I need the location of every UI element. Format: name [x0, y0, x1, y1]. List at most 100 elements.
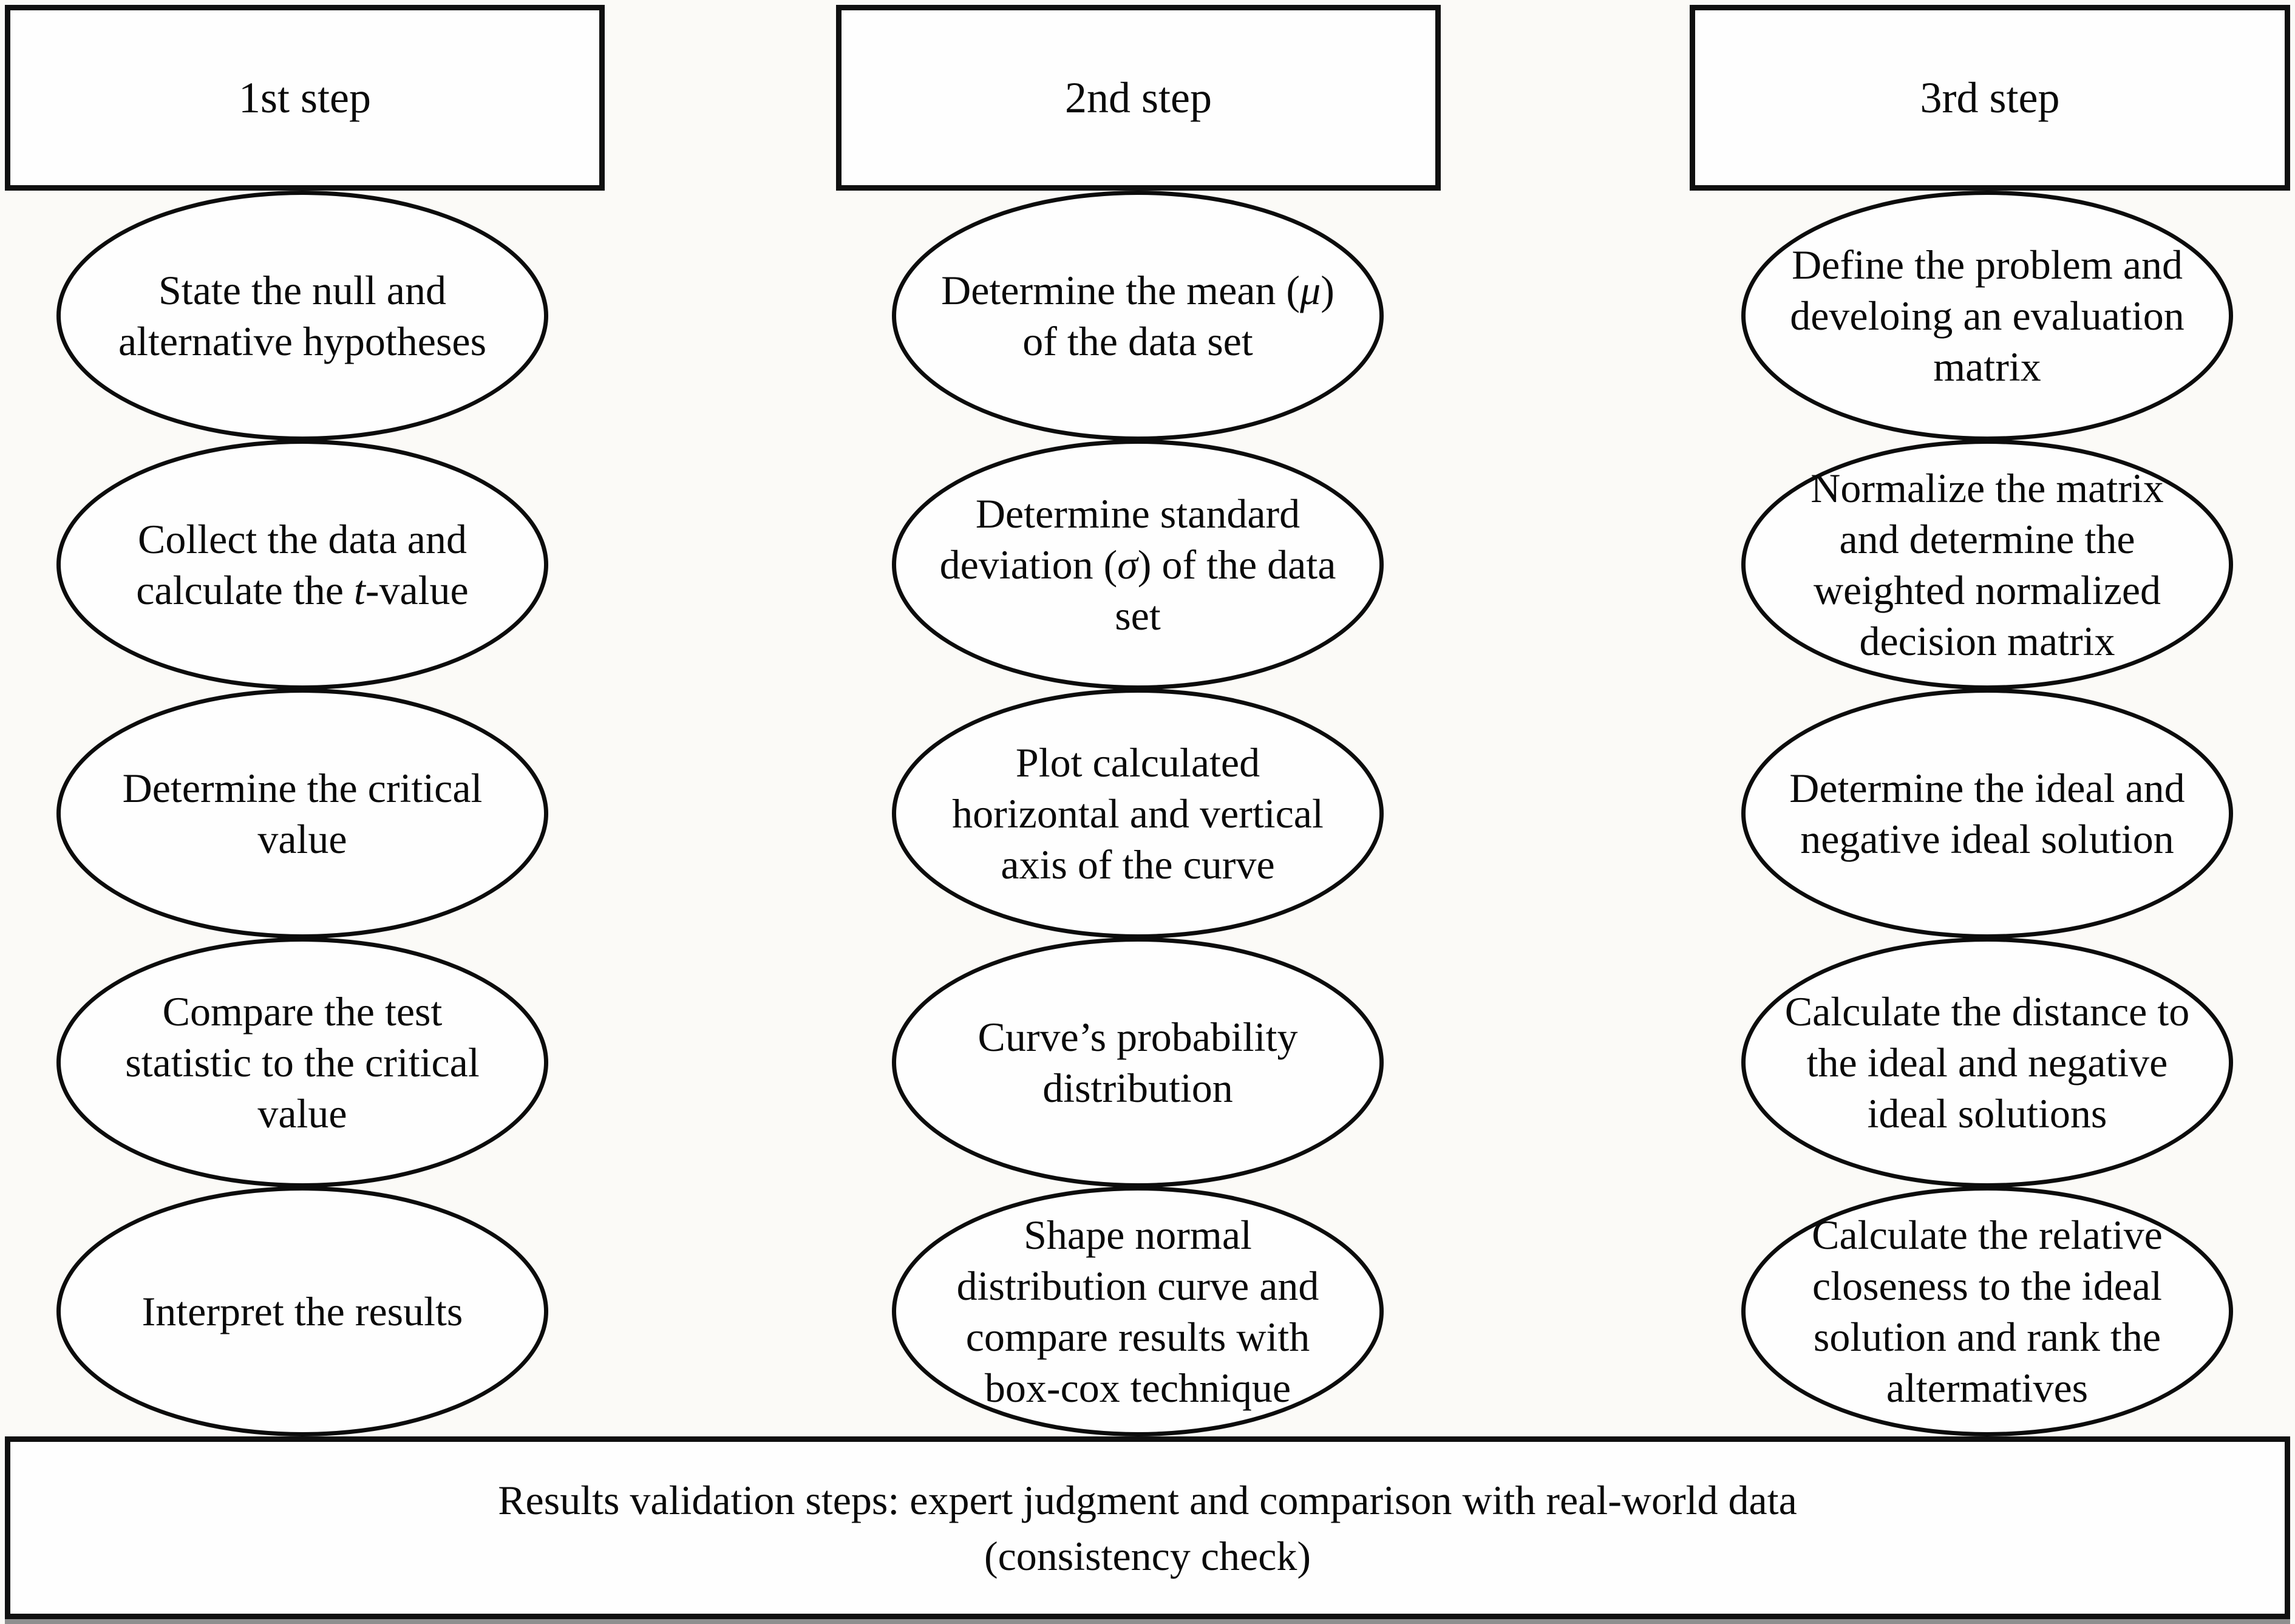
text-line: of the data set: [1022, 316, 1253, 367]
text-segment: closeness to the ideal: [1812, 1263, 2162, 1309]
text-segment: ideal solutions: [1867, 1090, 2107, 1136]
text-line: Determine standard: [976, 488, 1300, 539]
text-line: weighted normalized: [1814, 565, 2161, 616]
text-segment: Collect the data and: [138, 516, 467, 562]
text-segment: ) of the data: [1137, 542, 1336, 588]
text-segment: negative ideal solution: [1800, 816, 2174, 862]
text-segment: deviation (: [939, 542, 1118, 588]
step2-node-4: Curve’s probability distribution: [892, 937, 1384, 1187]
text-segment: calculate the: [136, 567, 354, 613]
step1-node-3: Determine the critical value: [56, 688, 548, 939]
text-segment: axis of the curve: [1001, 841, 1275, 888]
text-line: and determine the: [1839, 514, 2135, 565]
text-segment: of the data set: [1022, 318, 1253, 364]
text-segment: Shape normal: [1024, 1212, 1252, 1258]
text-segment: Compare the test: [162, 988, 443, 1035]
text-line: altermatives: [1886, 1362, 2088, 1413]
text-segment: Calculate the relative: [1812, 1212, 2163, 1258]
text-line: State the null and: [158, 265, 446, 316]
text-segment: decision matrix: [1859, 618, 2115, 664]
step-2-header-box: 2nd step: [836, 5, 1441, 191]
text-line: Plot calculated: [1016, 737, 1260, 788]
text-line: matrix: [1933, 341, 2041, 392]
text-line: Determine the ideal and: [1789, 763, 2184, 814]
text-line: Determine the mean (μ): [941, 265, 1334, 316]
text-segment: Determine standard: [975, 491, 1300, 537]
text-segment: State the null and: [158, 267, 446, 313]
text-segment: Calculate the distance to: [1784, 988, 2190, 1035]
text-segment: Interpret the results: [141, 1288, 463, 1334]
text-segment: Curve’s probability: [977, 1014, 1298, 1060]
text-line: negative ideal solution: [1800, 814, 2174, 865]
text-segment: -value: [365, 567, 469, 613]
text-line: Calculate the relative: [1812, 1209, 2163, 1260]
text-segment: matrix: [1933, 344, 2041, 390]
text-segment: distribution: [1042, 1065, 1233, 1111]
text-segment: compare results with: [965, 1314, 1310, 1360]
text-segment: Normalize the matrix: [1810, 465, 2164, 511]
text-segment: and determine the: [1839, 516, 2135, 562]
text-line: the ideal and negative: [1807, 1037, 2168, 1088]
step1-node-2: Collect the data and calculate the t-valu…: [56, 440, 548, 690]
text-line: Normalize the matrix: [1810, 463, 2164, 514]
text-line: distribution: [1042, 1062, 1233, 1113]
step2-node-5: Shape normal distribution curve and compar…: [892, 1186, 1384, 1436]
text-segment: t: [353, 567, 365, 613]
step3-node-5: Calculate the relative closeness to the i…: [1741, 1186, 2233, 1436]
text-line: develoing an evaluation: [1790, 290, 2184, 341]
footer-line-2: (consistency check): [984, 1532, 1311, 1579]
text-line: Shape normal: [1024, 1209, 1252, 1260]
step2-node-1: Determine the mean (μ)of the data set: [892, 191, 1384, 441]
text-line: compare results with: [966, 1311, 1310, 1362]
step1-node-5: Interpret the results: [56, 1186, 548, 1436]
text-segment: set: [1115, 593, 1161, 639]
text-segment: value: [257, 1090, 347, 1136]
text-line: ideal solutions: [1868, 1088, 2107, 1139]
text-line: value: [257, 1088, 347, 1139]
text-segment: altermatives: [1886, 1365, 2089, 1411]
text-line: axis of the curve: [1001, 839, 1274, 890]
step-1-header-box: 1st step: [5, 5, 605, 191]
text-segment: alternative hypotheses: [118, 318, 487, 364]
text-line: Curve’s probability: [978, 1011, 1298, 1062]
text-segment: μ: [1300, 267, 1321, 313]
text-line: Calculate the distance to: [1785, 986, 2190, 1037]
text-line: Determine the critical: [123, 763, 483, 814]
text-line: deviation (σ) of the data: [940, 539, 1336, 590]
text-line: box-cox technique: [985, 1362, 1291, 1413]
text-line: Compare the test: [163, 986, 443, 1037]
step3-node-2: Normalize the matrix and determine the wei…: [1741, 440, 2233, 690]
text-segment: statistic to the critical: [125, 1039, 480, 1085]
text-segment: solution and rank the: [1813, 1314, 2161, 1360]
text-segment: weighted normalized: [1813, 567, 2161, 613]
text-line: statistic to the critical: [125, 1037, 479, 1088]
text-line: value: [257, 814, 347, 865]
step1-node-1: State the null and alternative hypotheses: [56, 191, 548, 441]
text-line: horizontal and vertical: [952, 788, 1324, 839]
text-segment: box-cox technique: [984, 1365, 1291, 1411]
text-segment: Determine the critical: [122, 765, 483, 811]
text-line: solution and rank the: [1814, 1311, 2161, 1362]
validation-footer-box: Results validation steps: expert judgmen…: [5, 1436, 2290, 1619]
text-segment: develoing an evaluation: [1790, 293, 2184, 339]
text-segment: value: [257, 816, 347, 862]
text-line: distribution curve and: [957, 1260, 1319, 1311]
text-segment: Determine the mean (: [941, 267, 1300, 313]
text-segment: Plot calculated: [1015, 739, 1260, 786]
step-3-header-box: 3rd step: [1690, 5, 2290, 191]
text-line: Interpret the results: [142, 1286, 463, 1337]
text-line: Define the problem and: [1792, 239, 2183, 290]
text-line: decision matrix: [1859, 616, 2115, 667]
text-line: closeness to the ideal: [1812, 1260, 2162, 1311]
text-segment: distribution curve and: [956, 1263, 1319, 1309]
text-segment: ): [1321, 267, 1334, 313]
text-line: Collect the data and: [138, 514, 467, 565]
footer-line-1: Results validation steps: expert judgmen…: [498, 1476, 1797, 1523]
text-line: set: [1115, 590, 1161, 641]
